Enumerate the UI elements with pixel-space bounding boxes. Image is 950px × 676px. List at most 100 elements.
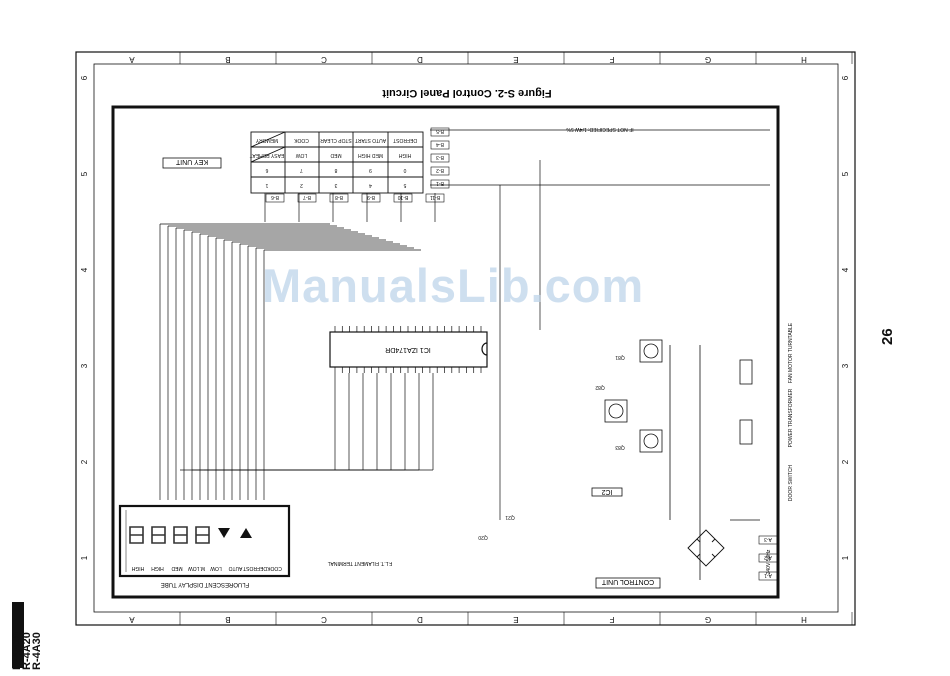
ic1	[329, 331, 488, 368]
connector-label: B-11	[430, 194, 440, 200]
transistor-package	[639, 429, 663, 453]
model-numbers: R-4A10 R-4A20 R-4A30	[11, 632, 43, 670]
key-label: 0	[403, 167, 406, 173]
key-label: 8	[334, 167, 337, 173]
connector-box	[430, 179, 450, 189]
connector-label: B-5	[436, 128, 444, 134]
inner-frame	[93, 63, 839, 613]
key-unit-label-box	[162, 157, 222, 169]
ic1-label: IC1 IZA174DR	[385, 346, 431, 353]
grid-letter: G	[705, 615, 711, 624]
key-label: STOP CLEAR	[320, 137, 352, 143]
key-label: MED	[330, 152, 342, 158]
transistor-label: Q81	[615, 354, 625, 360]
grid-letter: H	[801, 615, 807, 624]
grid-letter: E	[513, 615, 518, 624]
transistor-label: Q21	[505, 514, 515, 520]
grid-number: 2	[841, 459, 850, 464]
relay-coil	[739, 419, 753, 445]
up-arrow-icon	[240, 528, 252, 538]
key-unit	[250, 131, 424, 194]
grid-letter: B	[225, 615, 230, 624]
grid-letter: C	[321, 55, 327, 64]
outer-frame	[75, 51, 856, 626]
grid-number: 3	[80, 363, 89, 368]
grid-letter: A	[129, 55, 135, 64]
key-label: 6	[265, 167, 268, 173]
relay-label: DOOR SWITCH	[788, 465, 794, 501]
terminal-note: F.L.T. FILAMENT TERMINAL	[328, 560, 393, 566]
seven-segment-digit	[173, 526, 188, 544]
grid-number: 5	[841, 171, 850, 176]
key-label: 1	[265, 182, 268, 188]
key-label: LOW	[296, 152, 308, 158]
grid-number: 1	[841, 555, 850, 560]
transistor-symbol	[643, 433, 659, 449]
display-segment-label: AUTO	[228, 565, 242, 571]
connector-box	[758, 571, 778, 581]
connector-label: B-9	[367, 194, 375, 200]
connector-label: B-4	[436, 141, 444, 147]
control-unit-label-box	[595, 577, 661, 589]
connector-label: B-6	[271, 194, 279, 200]
transistor-package	[604, 399, 628, 423]
grid-number: 6	[841, 75, 850, 80]
grid-number: 6	[80, 75, 89, 80]
grid-number: 4	[80, 267, 89, 272]
ic2-label: IC2	[601, 488, 612, 495]
transistor-package	[639, 339, 663, 363]
grid-letter: F	[609, 615, 614, 624]
key-label: COOK	[293, 137, 308, 143]
key-label: 3	[334, 182, 337, 188]
model-number: R-4A30	[31, 632, 43, 670]
fluorescent-display-tube	[118, 504, 291, 578]
circuit-border	[111, 105, 780, 599]
model-tab-bar	[12, 602, 24, 668]
grid-letter: E	[513, 55, 518, 64]
seven-segment-digit	[195, 526, 210, 544]
grid-letter: H	[801, 55, 807, 64]
connector-box	[297, 193, 317, 203]
grid-letter: B	[225, 55, 230, 64]
page-number: 26	[879, 328, 896, 345]
control-unit-label: CONTROL UNIT	[601, 578, 654, 585]
connector-label: B-3	[436, 154, 444, 160]
grid-number: 4	[841, 267, 850, 272]
connector-label: A-1	[764, 572, 772, 578]
power-section	[604, 339, 760, 580]
connector-label: A-2	[764, 554, 772, 560]
connector-label: B-7	[303, 194, 311, 200]
relay-coil	[739, 359, 753, 385]
transistor-symbol	[608, 403, 624, 419]
connector-label: A-3	[764, 536, 772, 542]
grid-letter: D	[417, 55, 423, 64]
key-label: 7	[300, 167, 303, 173]
display-segment-label: MED	[171, 565, 183, 571]
grid-letter: A	[129, 615, 135, 624]
display-segment-label: DEFROST	[243, 565, 267, 571]
key-label: 9	[369, 167, 372, 173]
key-label: HIGH	[398, 152, 411, 158]
display-segment-label: COOK	[266, 565, 281, 571]
ic1-pins	[334, 326, 482, 373]
bridge-rectifier	[687, 529, 725, 567]
ic2-box	[591, 487, 623, 497]
grid-letter: G	[705, 55, 711, 64]
connector-box	[430, 140, 450, 150]
connector-box	[430, 127, 450, 137]
key-label: AUTO START	[355, 137, 386, 143]
connector-box	[329, 193, 349, 203]
key-label: DEFROST	[393, 137, 417, 143]
connector-label: B-10	[398, 194, 409, 200]
seven-segment-digit	[151, 526, 166, 544]
key-label: EASY REHEAT	[250, 152, 285, 158]
connector-label: B-2	[436, 167, 444, 173]
transistor-symbol	[643, 343, 659, 359]
transistor-label: Q20	[478, 534, 488, 540]
connector-label: B-8	[335, 194, 343, 200]
